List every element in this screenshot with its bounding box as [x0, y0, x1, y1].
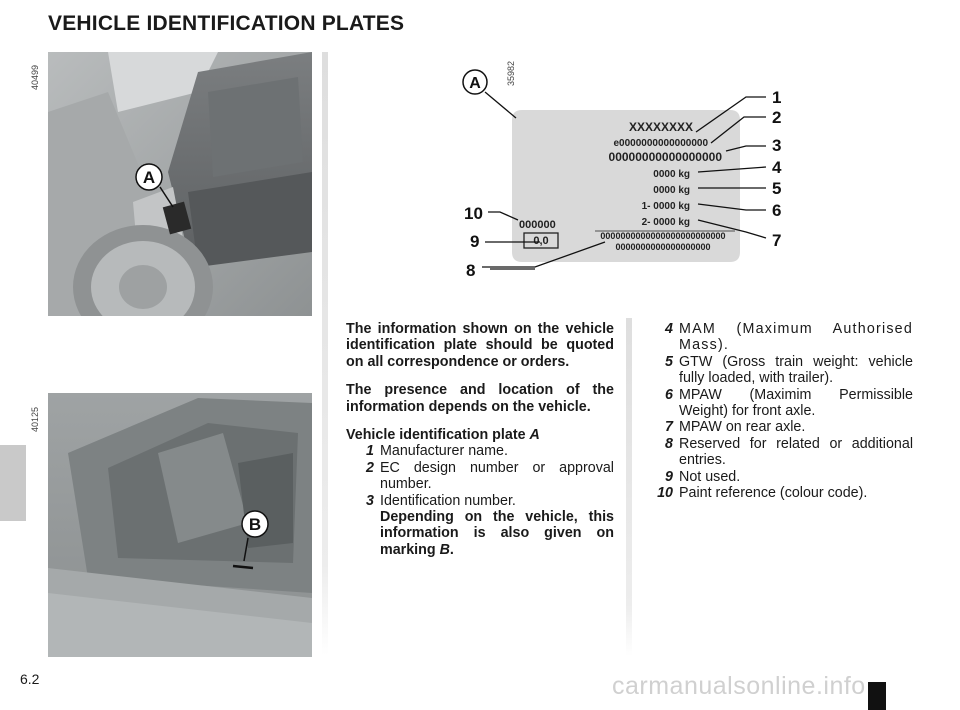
- item-number: 6: [665, 386, 673, 403]
- photo-windscreen: B: [48, 393, 312, 657]
- text-column-left: The information shown on the vehicle ide…: [346, 321, 614, 558]
- callout-2: 2: [772, 108, 781, 127]
- plate-paint-code: 000000: [519, 219, 556, 231]
- list-item: 4 MAM (Maximum Authorised Mass).: [655, 321, 913, 354]
- marker-a-diagram: A: [469, 75, 481, 92]
- callout-1: 1: [772, 88, 781, 107]
- plate-mam: 0000 kg: [653, 169, 690, 180]
- text-column-right: 4 MAM (Maximum Authorised Mass). 5 GTW (…: [655, 321, 913, 501]
- callout-4: 4: [772, 158, 782, 177]
- plate-heading-ref: A: [529, 427, 540, 444]
- plate-not-used: 0,0: [533, 235, 548, 247]
- callout-7: 7: [772, 231, 781, 250]
- item-number: 2: [366, 459, 374, 476]
- marker-b-photo: B: [249, 515, 261, 534]
- item-text: MPAW (Maximim Permissible Weight) for fr…: [679, 386, 913, 420]
- identification-plate-diagram: A XXXXXXXX e0000000000000000 00000000000…: [430, 52, 810, 288]
- item-number: 4: [665, 321, 673, 337]
- callout-6: 6: [772, 201, 781, 220]
- page-corner-mark: [868, 682, 886, 710]
- item-number: 9: [665, 468, 673, 485]
- chapter-tab: [0, 445, 26, 521]
- note-end: .: [449, 541, 454, 558]
- item-text: Identification number.: [380, 492, 516, 509]
- item-text: MAM (Maximum Authorised Mass).: [679, 321, 913, 354]
- item-number: 5: [665, 353, 673, 370]
- intro-paragraph: The information shown on the vehicle ide…: [346, 321, 614, 370]
- watermark: carmanualsonline.info: [612, 672, 866, 700]
- list-item: 10 Paint reference (colour code).: [655, 485, 913, 501]
- column-divider-2: [626, 318, 632, 656]
- list-item: 7 MPAW on rear axle.: [655, 419, 913, 435]
- item-number: 8: [665, 435, 673, 452]
- list-item: 9 Not used.: [655, 469, 913, 485]
- column-divider: [322, 52, 328, 656]
- plate-reserved-line2: 0000000000000000000: [615, 242, 710, 252]
- plate-rear-axle: 2- 0000 kg: [642, 217, 690, 228]
- callout-8: 8: [466, 261, 475, 280]
- plate-identification-number: 00000000000000000: [609, 150, 723, 164]
- marker-a-photo: A: [143, 168, 155, 187]
- callout-3: 3: [772, 136, 781, 155]
- item-number: 7: [665, 419, 673, 436]
- list-item: 5 GTW (Gross train weight: vehicle fully…: [655, 354, 913, 387]
- callout-5: 5: [772, 179, 781, 198]
- item-text: GTW (Gross train weight: vehicle fully l…: [679, 353, 913, 387]
- item-text: EC design number or approval number.: [380, 459, 614, 493]
- presence-paragraph: The presence and location of the informa…: [346, 382, 614, 415]
- item-text: MPAW on rear axle.: [679, 419, 806, 436]
- list-item: 6 MPAW (Maximim Permissible Weight) for …: [655, 387, 913, 420]
- item-text: Not used.: [679, 468, 741, 485]
- callout-10: 10: [464, 204, 483, 223]
- note-text: Depending on the vehicle, this informati…: [380, 509, 614, 558]
- item-text: Reserved for related or additional entri…: [679, 435, 913, 469]
- item-number: 10: [657, 485, 673, 502]
- page-number: 6.2: [20, 671, 40, 687]
- plate-manufacturer: XXXXXXXX: [629, 120, 693, 134]
- plate-heading-text: Vehicle identification plate: [346, 427, 530, 444]
- plate-ec-number: e0000000000000000: [613, 138, 708, 149]
- image-code-40499: 40499: [30, 64, 40, 90]
- item-text: Manufacturer name.: [380, 443, 508, 460]
- image-code-40125: 40125: [30, 406, 40, 432]
- list-item: 3 Identification number. Depending on th…: [346, 493, 614, 559]
- item-3-body: Identification number. Depending on the …: [380, 493, 614, 559]
- marking-note: Depending on the vehicle, this informati…: [380, 509, 614, 558]
- item-text: Paint reference (colour code).: [679, 485, 868, 502]
- list-item: 1 Manufacturer name.: [346, 443, 614, 459]
- note-ref: B: [439, 541, 450, 558]
- list-item: 2 EC design number or approval number.: [346, 460, 614, 493]
- plate-gtw: 0000 kg: [653, 185, 690, 196]
- list-item: 8 Reserved for related or additional ent…: [655, 436, 913, 469]
- plate-heading: Vehicle identification plate A: [346, 427, 614, 443]
- item-number: 1: [366, 443, 374, 460]
- plate-reserved-line1: 0000000000000000000000000: [600, 231, 725, 241]
- page-title: VEHICLE IDENTIFICATION PLATES: [48, 12, 405, 35]
- item-number: 3: [366, 492, 374, 509]
- photo-rear-door-pillar: A: [48, 52, 312, 316]
- callout-9: 9: [470, 232, 479, 251]
- plate-front-axle: 1- 0000 kg: [642, 201, 690, 212]
